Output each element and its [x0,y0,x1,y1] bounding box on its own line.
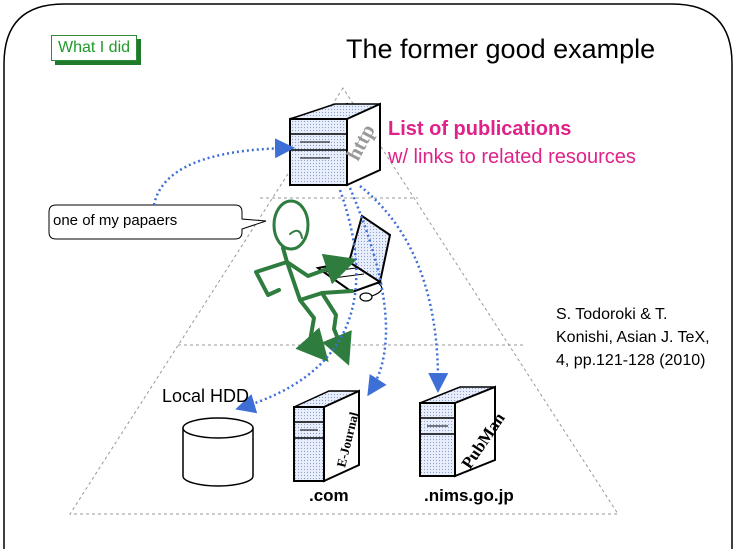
laptop-icon [315,214,392,302]
domain-com-label: .com [309,486,349,505]
callout-text: one of my papaers [53,212,178,229]
http-server-icon [289,102,381,187]
arrow-to-ejournal [348,187,388,397]
pyramid [69,87,619,515]
publications-heading: List of publications [388,118,572,140]
arrow-to-http [152,138,295,206]
arrow-to-pubman [359,185,449,393]
reference-citation: S. Todoroki & T. Konishi, Asian J. TeX, … [556,306,710,369]
pubman-server-icon [419,385,496,478]
person-icon [254,199,358,366]
ejournal-server-icon [293,389,360,483]
local-hdd-icon [182,417,254,487]
slide-frame [3,3,733,549]
callout-bubble [48,204,267,240]
slide-title: The former good example [346,34,656,64]
publications-subtitle: w/ links to related resources [388,146,636,168]
domain-nims-label: .nims.go.jp [424,486,514,505]
local-hdd-label: Local HDD [162,386,250,406]
section-tag: What I did [51,35,138,61]
link-arrows [152,138,449,414]
